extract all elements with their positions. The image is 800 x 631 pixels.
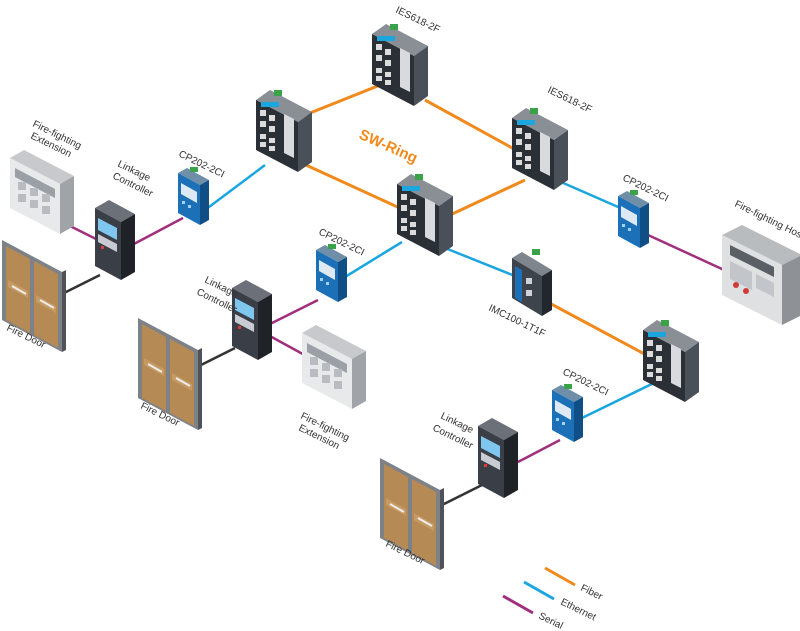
legend-ethernet-label: Ethernet bbox=[559, 597, 598, 624]
ethernet-link bbox=[204, 164, 266, 211]
serial-server-c bbox=[618, 190, 649, 248]
serial-link bbox=[267, 298, 319, 327]
legend-serial-label: Serial bbox=[537, 611, 565, 631]
serial-link bbox=[517, 438, 561, 464]
fiber-link bbox=[424, 98, 526, 157]
linkage-controller-a bbox=[95, 200, 135, 280]
serial-server-b bbox=[316, 244, 347, 302]
ring-label: SW-Ring bbox=[356, 126, 420, 167]
serial-links bbox=[61, 216, 736, 464]
switch-left bbox=[256, 90, 312, 172]
extension-panel-a bbox=[10, 150, 74, 234]
serial-link bbox=[131, 216, 184, 247]
switch-right bbox=[512, 108, 568, 190]
linkage-controller-c bbox=[478, 418, 518, 498]
switch-center bbox=[397, 174, 453, 256]
label-ies-top: IES618-2F bbox=[394, 5, 442, 36]
fiber-link bbox=[294, 158, 416, 217]
serial-server-a bbox=[178, 167, 209, 225]
ethernet-link bbox=[581, 378, 661, 420]
label-ies-right: IES618-2F bbox=[546, 85, 594, 116]
switch-top bbox=[372, 24, 428, 106]
ethernet-link bbox=[344, 240, 403, 279]
extension-panel-b bbox=[302, 325, 366, 409]
imc-converter bbox=[512, 249, 552, 316]
legend-fiber-label: Fiber bbox=[579, 583, 605, 603]
legend-ethernet-line bbox=[523, 580, 555, 601]
switch-bottom-right bbox=[643, 320, 699, 402]
serial-link bbox=[647, 233, 736, 277]
fire-fighting-host bbox=[722, 225, 800, 325]
legend-fiber-line bbox=[544, 566, 576, 587]
serial-server-d bbox=[552, 384, 583, 442]
legend: Fiber Ethernet Serial bbox=[502, 566, 605, 631]
fiber-link bbox=[449, 178, 526, 217]
fiber-links bbox=[294, 73, 666, 367]
door-wire bbox=[59, 273, 101, 297]
legend-serial-line bbox=[502, 594, 534, 615]
